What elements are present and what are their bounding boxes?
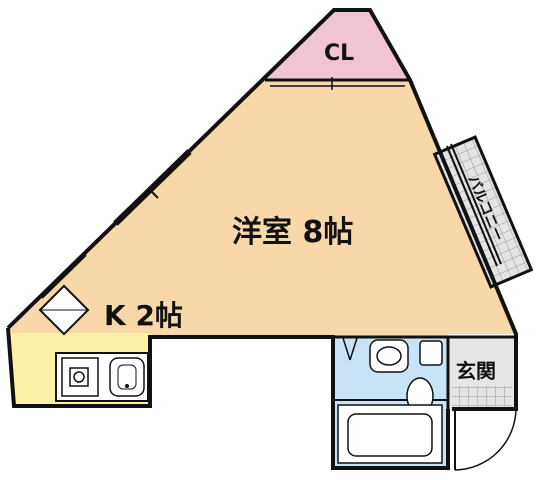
fridge-icon xyxy=(38,284,90,336)
entrance-door xyxy=(454,408,517,471)
kitchen-counter xyxy=(55,352,149,402)
western-room-label: 洋室 8帖 xyxy=(232,215,353,250)
western-room-area xyxy=(8,80,516,337)
kitchen-label: K 2帖 xyxy=(104,299,183,332)
entrance-tiles xyxy=(452,386,512,406)
windows xyxy=(39,149,192,299)
sink-icon xyxy=(109,357,145,397)
closet-area xyxy=(265,10,410,80)
closet-doors xyxy=(270,77,405,90)
stove-icon xyxy=(69,367,89,387)
balcony-door xyxy=(446,143,502,267)
bathtub-icon xyxy=(337,404,443,464)
washbasin-icon xyxy=(369,339,409,373)
entrance-label: 玄関 xyxy=(456,359,496,383)
closet-label: CL xyxy=(324,41,354,66)
bathroom-door xyxy=(342,337,358,361)
